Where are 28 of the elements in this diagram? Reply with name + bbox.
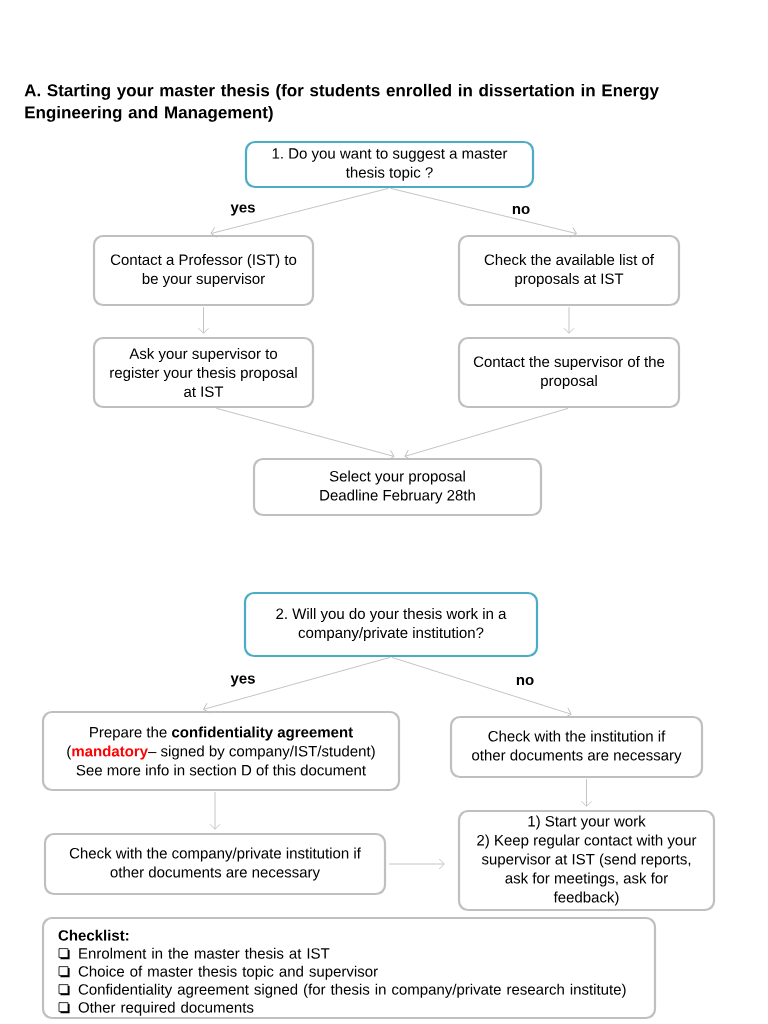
step-box: Check with the company/private institution if other documents are necessary (43, 832, 387, 896)
question-box: 2. Will you do your thesis work in a company/private institution? (243, 591, 539, 658)
arrow (388, 858, 445, 870)
arrow (404, 407, 569, 461)
checklist-box: Checklist: Enrolment in the master thesis at IST Choice of master thesis topic and supervisor Confidentiality agreement signed (for thesis in company/private research institute) Other required documents (41, 916, 657, 1020)
arrow (581, 778, 592, 807)
arrow (210, 187, 389, 238)
title: A. Starting your master thesis (for students enrolled in dissertation in Energy Engineering and Management) (24, 83, 659, 122)
arrow (216, 407, 395, 461)
arrow (203, 656, 391, 714)
step-box: Check the available list of proposals at IST (457, 234, 681, 307)
step-box: Select your proposal Deadline February 28th (252, 457, 543, 517)
step-box: Check with the institution if other documents are necessary (449, 715, 704, 779)
question-box: 1. Do you want to suggest a master thesis topic ? (244, 140, 535, 189)
step-box: 1) Start your work 2) Keep regular contact with your supervisor at IST (send reports, ask for meetings, ask for feedback) (457, 809, 716, 912)
edge-label: yes (229, 203, 257, 217)
arrow (209, 791, 221, 830)
arrow (198, 306, 209, 334)
edge-label: no (510, 204, 532, 216)
arrow (391, 656, 572, 718)
arrow (390, 187, 577, 238)
edge-label: yes (229, 674, 257, 688)
step-box: Contact a Professor (IST) to be your supervisor (92, 234, 315, 307)
step-box: Contact the supervisor of the proposal (457, 336, 681, 409)
edge-label: no (514, 675, 536, 687)
arrow (563, 306, 575, 334)
step-box: Ask your supervisor to register your thesis proposal at IST (92, 336, 315, 409)
step-box: Prepare the confidentiality agreement (mandatory– signed by company/IST/student) See more info in section D of this document (41, 710, 401, 792)
